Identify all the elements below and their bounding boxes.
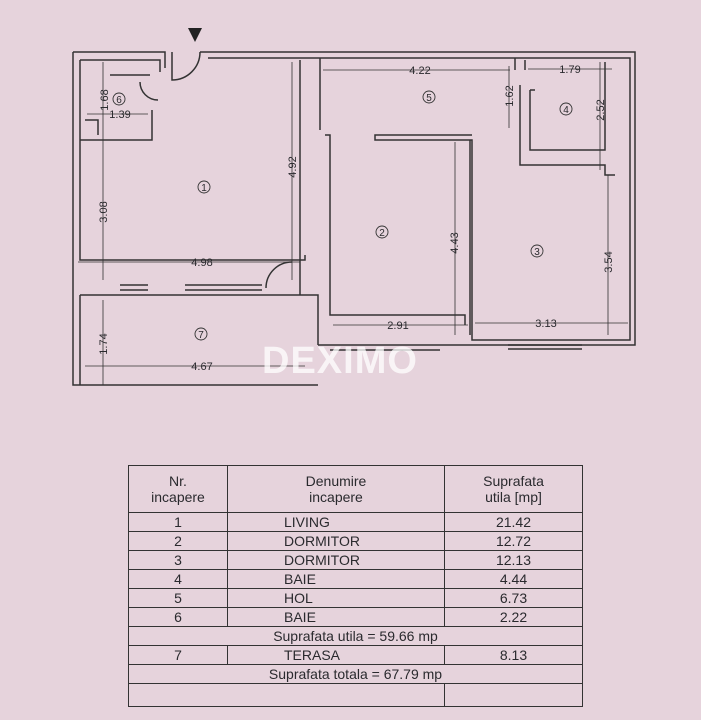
area-table: Nr. incapere Denumire incapere Suprafata… bbox=[128, 465, 583, 707]
blank-cell bbox=[128, 683, 445, 707]
blank-row bbox=[128, 683, 583, 707]
dim-4-92: 4.92 bbox=[287, 156, 299, 177]
cell-name: HOL bbox=[227, 588, 445, 608]
dim-3-13: 3.13 bbox=[535, 318, 556, 330]
room-label-2: 2 bbox=[379, 228, 385, 239]
room-label-1: 1 bbox=[201, 183, 207, 194]
room-label-3: 3 bbox=[534, 247, 540, 258]
cell-nr: 7 bbox=[128, 645, 228, 665]
cell-area: 8.13 bbox=[444, 645, 583, 665]
total-text: Suprafata totala = 67.79 mp bbox=[128, 664, 583, 684]
cell-name: TERASA bbox=[227, 645, 445, 665]
dim-4-67: 4.67 bbox=[191, 361, 212, 373]
header-area: Suprafata utila [mp] bbox=[444, 465, 583, 513]
cell-nr: 4 bbox=[128, 569, 228, 589]
room-markers bbox=[112, 90, 573, 341]
watermark-logo: DEXIMO bbox=[262, 340, 418, 382]
walls bbox=[72, 51, 636, 386]
total-row: Suprafata totala = 67.79 mp bbox=[128, 664, 583, 684]
cell-nr: 3 bbox=[128, 550, 228, 570]
cell-area: 12.72 bbox=[444, 531, 583, 551]
cell-area: 21.42 bbox=[444, 512, 583, 532]
cell-area: 6.73 bbox=[444, 588, 583, 608]
cell-name: DORMITOR bbox=[227, 550, 445, 570]
cell-name: DORMITOR bbox=[227, 531, 445, 551]
dim-4-98: 4.98 bbox=[191, 257, 212, 269]
cell-name: BAIE bbox=[227, 569, 445, 589]
cell-area: 4.44 bbox=[444, 569, 583, 589]
cell-name: LIVING bbox=[227, 512, 445, 532]
blank-cell bbox=[444, 683, 583, 707]
room-label-6: 6 bbox=[116, 95, 122, 106]
floor-plan: 4.22 1.79 1.68 1.39 1.62 2.52 4.92 3.08 … bbox=[72, 28, 636, 386]
header-nr: Nr. incapere bbox=[128, 465, 228, 513]
entrance-arrow-icon bbox=[188, 28, 202, 42]
cell-nr: 6 bbox=[128, 607, 228, 627]
room-label-5: 5 bbox=[426, 93, 432, 104]
table-header: Nr. incapere Denumire incapere Suprafata… bbox=[128, 465, 583, 513]
dim-3-08: 3.08 bbox=[98, 201, 110, 222]
room-label-4: 4 bbox=[563, 105, 569, 116]
room-label-7: 7 bbox=[198, 330, 204, 341]
dim-1-62: 1.62 bbox=[504, 85, 516, 106]
cell-nr: 2 bbox=[128, 531, 228, 551]
cell-nr: 1 bbox=[128, 512, 228, 532]
dim-1-68: 1.68 bbox=[99, 89, 111, 110]
dim-3-54: 3.54 bbox=[603, 251, 615, 272]
dim-1-79: 1.79 bbox=[559, 64, 580, 76]
dim-1-39: 1.39 bbox=[109, 109, 130, 121]
dim-1-74: 1.74 bbox=[98, 333, 110, 354]
dim-4-43: 4.43 bbox=[449, 232, 461, 253]
subtotal-text: Suprafata utila = 59.66 mp bbox=[128, 626, 583, 646]
subtotal-row: Suprafata utila = 59.66 mp bbox=[128, 626, 583, 646]
cell-area: 12.13 bbox=[444, 550, 583, 570]
dimension-labels: 4.22 1.79 1.68 1.39 1.62 2.52 4.92 3.08 … bbox=[98, 64, 615, 373]
dim-2-91: 2.91 bbox=[387, 320, 408, 332]
dimension-lines bbox=[78, 62, 628, 385]
cell-name: BAIE bbox=[227, 607, 445, 627]
header-name: Denumire incapere bbox=[227, 465, 445, 513]
cell-nr: 5 bbox=[128, 588, 228, 608]
dim-2-52: 2.52 bbox=[595, 99, 607, 120]
dim-4-22: 4.22 bbox=[409, 65, 430, 77]
cell-area: 2.22 bbox=[444, 607, 583, 627]
